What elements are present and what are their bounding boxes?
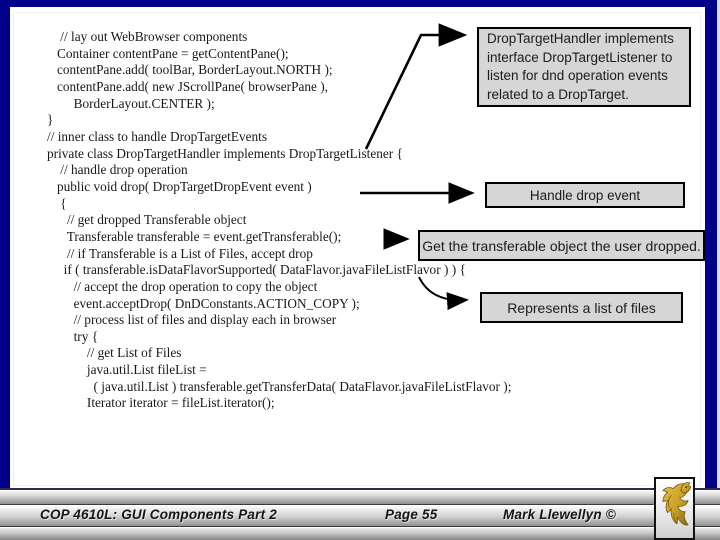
callout-handle-drop-event-text: Handle drop event bbox=[529, 187, 641, 203]
footer-author: Mark Llewellyn © bbox=[503, 507, 616, 522]
footer-band-bottom bbox=[0, 526, 720, 540]
slide-border-left bbox=[0, 0, 10, 490]
callout-get-transferable: Get the transferable object the user dro… bbox=[418, 230, 705, 261]
code-block: // lay out WebBrowser components Contain… bbox=[47, 29, 512, 411]
footer: COP 4610L: GUI Components Part 2 Page 55… bbox=[0, 488, 720, 540]
footer-band-main: COP 4610L: GUI Components Part 2 Page 55… bbox=[0, 504, 720, 526]
ucf-pegasus-logo-icon bbox=[661, 481, 691, 525]
callout-handle-drop-event: Handle drop event bbox=[485, 182, 685, 208]
footer-page-number: Page 55 bbox=[385, 507, 438, 522]
logo-box bbox=[654, 477, 695, 540]
callout-droptargethandler-text: DropTargetHandler implements interface D… bbox=[487, 31, 674, 102]
slide-border-right bbox=[705, 0, 717, 490]
slide-border-top bbox=[0, 0, 720, 7]
slide-edge-strip bbox=[717, 0, 720, 540]
footer-course-title: COP 4610L: GUI Components Part 2 bbox=[40, 507, 277, 522]
footer-band-top bbox=[0, 488, 720, 504]
callout-represents-list: Represents a list of files bbox=[480, 292, 683, 323]
callout-represents-list-text: Represents a list of files bbox=[507, 299, 656, 316]
callout-droptargethandler: DropTargetHandler implements interface D… bbox=[477, 27, 691, 107]
callout-get-transferable-text: Get the transferable object the user dro… bbox=[422, 237, 701, 254]
